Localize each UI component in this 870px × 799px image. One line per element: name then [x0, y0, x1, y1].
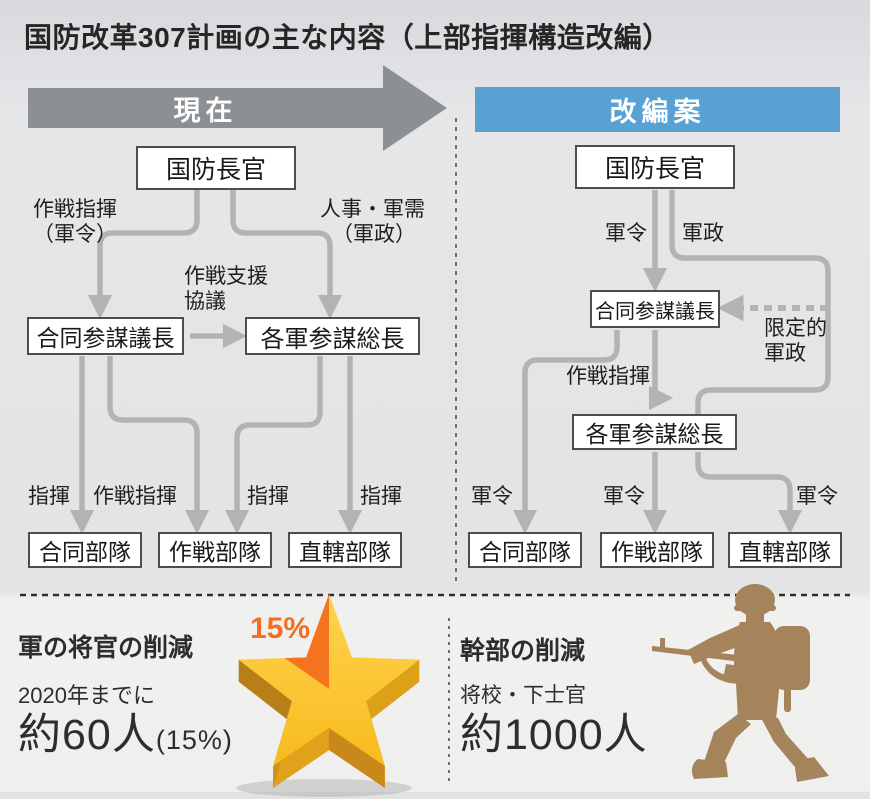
label-order-3: 軍令	[796, 485, 838, 508]
label-operation-support: 作戦支援協議	[184, 264, 268, 314]
node-minister-current: 国防長官	[136, 146, 296, 190]
label-line: 軍政	[764, 342, 806, 365]
node-direct-forces-current: 直轄部隊	[288, 532, 402, 568]
label-personnel-logistics: 人事・軍需（軍政）	[320, 197, 425, 247]
generals-heading: 軍の将官の削減	[18, 634, 194, 662]
banner-current-arrowhead-icon	[383, 65, 447, 151]
label-line: （軍令）	[33, 223, 117, 246]
node-operational-forces-current: 作戦部隊	[158, 532, 272, 568]
label-line: 作戦指揮	[33, 198, 117, 221]
label-operational-command: 作戦指揮（軍令）	[33, 197, 117, 247]
generals-amount: 約60人(15%)	[18, 700, 233, 762]
generals-timeframe: 2020年までに	[18, 683, 155, 708]
soldier-svg	[652, 584, 829, 782]
label-line: 人事・軍需	[320, 198, 425, 221]
generals-amount-value: 約60人	[18, 711, 156, 759]
label-operational-command-reform: 作戦指揮	[566, 365, 650, 388]
soldier-silhouette	[652, 584, 829, 782]
connectors-reform	[512, 190, 831, 535]
node-operational-forces-reform: 作戦部隊	[600, 532, 714, 568]
banner-reform: 改編案	[475, 87, 840, 132]
banner-current: 現在	[28, 88, 383, 128]
label-order-2: 軍令	[603, 485, 645, 508]
node-jcs-chairman-current: 合同参謀議長	[27, 317, 184, 355]
label-order-1: 軍令	[471, 485, 513, 508]
officers-heading: 幹部の削減	[460, 637, 586, 665]
generals-amount-note: (15%)	[155, 725, 233, 755]
label-command-3: 指揮	[360, 485, 402, 508]
star-chart	[224, 592, 434, 798]
node-joint-forces-current: 合同部隊	[28, 532, 142, 568]
connectors-current	[69, 188, 363, 535]
label-line: （軍政）	[332, 223, 416, 246]
label-command-1: 指揮	[28, 485, 70, 508]
star-chart-svg	[236, 594, 420, 797]
label-line: 作戦支援	[184, 265, 268, 288]
bottom-edge-strip	[0, 792, 870, 799]
node-direct-forces-reform: 直轄部隊	[728, 532, 842, 568]
node-service-chiefs-current: 各軍参謀総長	[245, 317, 420, 355]
soldier-icon	[648, 580, 868, 792]
label-military-admin-top: 軍政	[682, 222, 724, 245]
label-operational-command-2: 作戦指揮	[93, 485, 177, 508]
label-command-2: 指揮	[247, 485, 289, 508]
node-service-chiefs-reform: 各軍参謀総長	[572, 414, 737, 450]
node-jcs-chairman-reform: 合同参謀議長	[590, 290, 720, 328]
page-title: 国防改革307計画の主な内容（上部指揮構造改編）	[24, 22, 671, 53]
star-shadow	[236, 779, 412, 797]
star-percent-label: 15%	[250, 612, 311, 645]
label-military-order-top: 軍令	[605, 222, 647, 245]
officers-amount: 約1000人	[460, 711, 648, 759]
officers-scope: 将校・下士官	[460, 684, 586, 707]
label-line: 限定的	[764, 317, 827, 340]
label-line: 協議	[184, 290, 226, 313]
label-limited-admin: 限定的軍政	[764, 316, 827, 366]
node-joint-forces-reform: 合同部隊	[468, 532, 582, 568]
node-minister-reform: 国防長官	[575, 145, 735, 189]
